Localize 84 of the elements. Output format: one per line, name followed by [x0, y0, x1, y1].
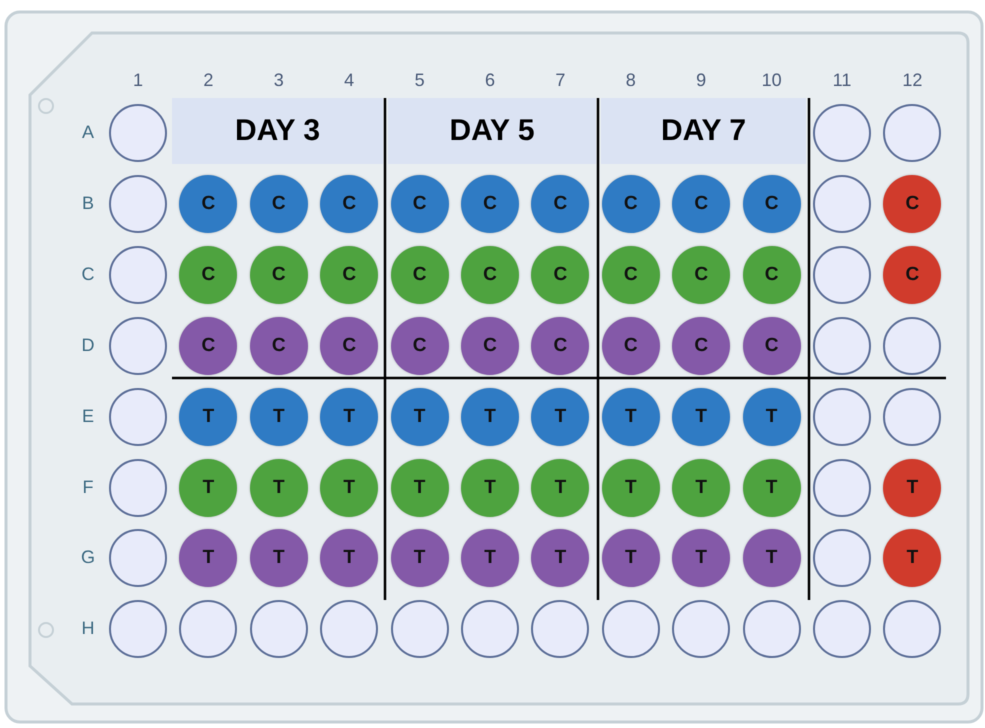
column-number: 1	[132, 70, 144, 91]
well-letter: C	[554, 264, 568, 286]
well-letter: T	[272, 547, 285, 570]
well-letter: C	[272, 264, 286, 286]
well-letter: T	[202, 406, 214, 428]
well-letter: T	[766, 547, 778, 570]
well-letter: C	[624, 334, 638, 357]
well-letter: C	[202, 334, 216, 357]
well-letter: C	[764, 192, 778, 215]
column-number: 8	[624, 70, 637, 91]
well-letter: C	[342, 264, 356, 286]
well-letter: C	[764, 264, 778, 286]
column-number: 5	[414, 70, 426, 91]
column-number: 11	[832, 70, 852, 91]
well-letter: C	[694, 334, 708, 357]
well-letter: T	[906, 476, 918, 498]
well-letter: T	[272, 406, 285, 428]
well-letter: C	[342, 334, 356, 357]
column-number: 10	[760, 70, 783, 91]
well-letter: T	[202, 476, 214, 498]
day-header-band	[172, 98, 383, 164]
well-letter: T	[414, 547, 426, 570]
well-letter: T	[695, 476, 707, 498]
well-letter: T	[695, 547, 707, 570]
well-letter: C	[342, 192, 356, 215]
well-letter: C	[624, 192, 638, 215]
day-header: DAY 3	[234, 114, 320, 148]
well-letter: T	[695, 406, 707, 428]
well-letter: C	[412, 334, 426, 357]
well-letter: C	[272, 334, 286, 357]
well-letter: T	[484, 547, 496, 570]
well-letter: C	[624, 264, 638, 286]
well-letter: C	[554, 192, 568, 215]
well-letter: T	[272, 476, 285, 498]
row-letter: C	[80, 264, 96, 285]
row-letter: G	[80, 547, 96, 568]
well-letter: T	[554, 476, 566, 498]
well-letter: T	[414, 476, 426, 498]
column-number: 6	[484, 70, 496, 91]
day-header: DAY 7	[660, 114, 746, 148]
row-letter: F	[82, 476, 94, 498]
well-letter: C	[694, 192, 708, 215]
column-number: 4	[343, 70, 356, 91]
well-letter: T	[484, 476, 496, 498]
well-letter: C	[483, 192, 497, 215]
well-letter: T	[624, 547, 637, 570]
well-letter: T	[906, 547, 918, 570]
row-letter: H	[80, 618, 96, 640]
well-letter: C	[694, 264, 708, 286]
well-letter: T	[343, 406, 355, 428]
row-letter: D	[80, 334, 96, 356]
day-header-band	[388, 98, 596, 164]
well-letter: C	[202, 192, 216, 215]
well-letter: T	[343, 476, 355, 498]
day-header: DAY 5	[449, 114, 535, 148]
well-letter: C	[483, 264, 497, 286]
well-letter: T	[554, 406, 566, 428]
well-letter: C	[906, 264, 920, 286]
column-number: 12	[901, 70, 924, 91]
day-header-band	[601, 98, 806, 164]
well-letter: C	[412, 192, 426, 215]
well-letter: T	[624, 406, 637, 428]
row-letter: A	[80, 122, 95, 143]
well-letter: T	[624, 476, 637, 498]
column-number: 9	[695, 70, 708, 91]
column-number: 7	[554, 70, 566, 91]
well-letter: C	[764, 334, 778, 357]
well-letter: T	[343, 547, 355, 570]
well-letter: C	[272, 192, 286, 215]
well-letter: T	[484, 406, 496, 428]
well-letter: C	[202, 264, 216, 286]
row-letter: E	[80, 406, 95, 427]
well-letter: T	[414, 406, 426, 428]
column-number: 3	[272, 70, 285, 91]
column-number: 2	[202, 70, 214, 91]
well-letter: T	[766, 476, 778, 498]
well-letter: T	[554, 547, 566, 570]
well-letter: C	[554, 334, 568, 357]
well-letter: C	[412, 264, 426, 286]
row-letter: B	[80, 192, 95, 214]
well-letter: C	[483, 334, 497, 357]
well-letter: T	[202, 547, 214, 570]
well-letter: C	[906, 192, 920, 215]
well-letter: T	[766, 406, 778, 428]
